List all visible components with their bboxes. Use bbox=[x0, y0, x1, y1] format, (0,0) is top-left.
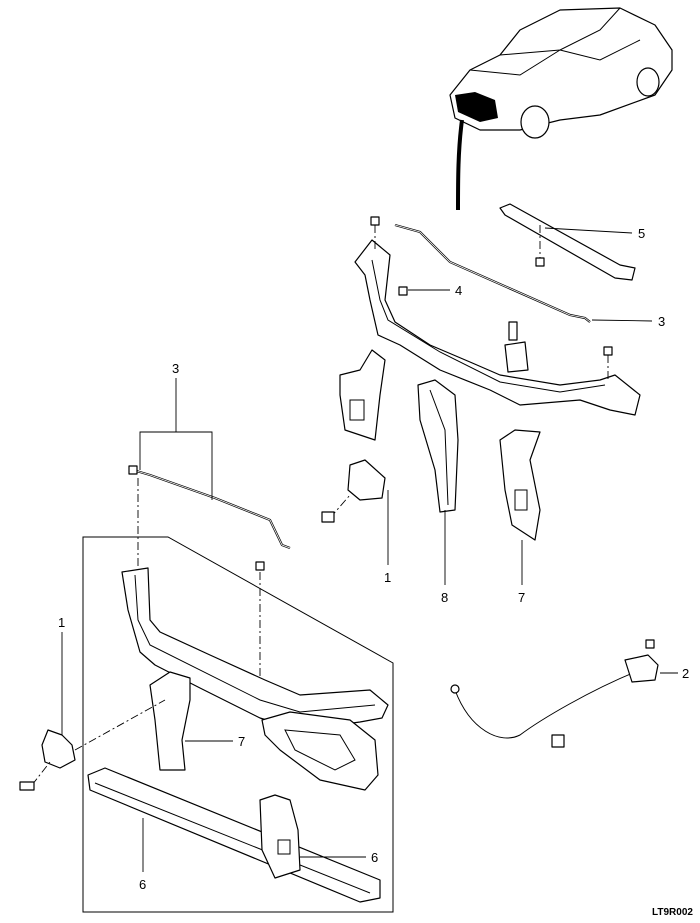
hood-rod-lower bbox=[128, 465, 291, 690]
side-member-part-8 bbox=[417, 379, 459, 513]
hood-latch-lower bbox=[19, 699, 166, 791]
lower-radiator-support bbox=[121, 567, 389, 731]
hood-release-cable-part-2 bbox=[450, 639, 659, 748]
diagram-code: LT9R002 bbox=[652, 907, 693, 918]
assembly-box bbox=[82, 536, 394, 913]
leader-lines bbox=[61, 227, 678, 872]
callout-4: 4 bbox=[455, 283, 462, 298]
bracket-part-7-upper bbox=[499, 429, 541, 541]
upper-bar-part-5 bbox=[499, 203, 636, 281]
callout-5: 5 bbox=[638, 226, 645, 241]
car-illustration bbox=[449, 7, 673, 211]
hood-latch-upper bbox=[321, 459, 386, 523]
callout-2: 2 bbox=[682, 666, 689, 681]
headlamp-bracket bbox=[261, 711, 379, 791]
callout-8: 8 bbox=[441, 590, 448, 605]
lower-crossmember-part-6 bbox=[87, 767, 381, 903]
callout-7-lower: 7 bbox=[238, 734, 245, 749]
callout-3-lower: 3 bbox=[172, 361, 179, 376]
hood-rod-upper bbox=[394, 223, 591, 323]
callout-6-bracket: 6 bbox=[371, 850, 378, 865]
bracket-part-7-lower bbox=[149, 671, 191, 771]
callout-6-crossmember: 6 bbox=[139, 877, 146, 892]
callout-1-lower: 1 bbox=[58, 615, 65, 630]
upper-radiator-support bbox=[354, 216, 641, 416]
callout-1-upper: 1 bbox=[384, 570, 391, 585]
callout-3-upper: 3 bbox=[658, 314, 665, 329]
callout-7-upper: 7 bbox=[518, 590, 525, 605]
lower-bracket-part-6 bbox=[259, 794, 301, 879]
latch-plate-upper bbox=[339, 349, 386, 441]
